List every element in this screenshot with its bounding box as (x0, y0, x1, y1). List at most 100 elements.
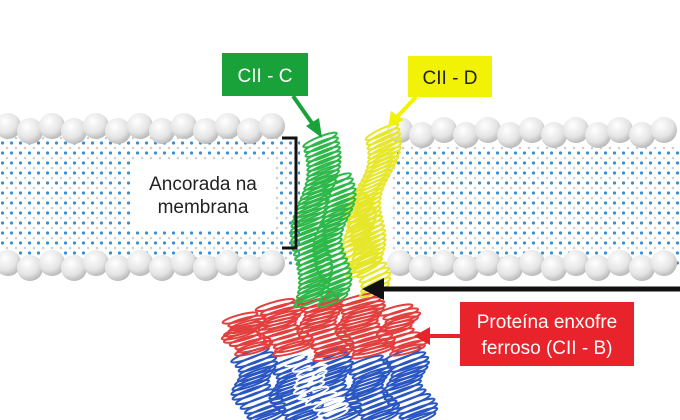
helix-turn (292, 291, 329, 309)
helix-turn (306, 331, 347, 346)
helix-turn (312, 227, 345, 243)
lipid-head (39, 113, 65, 139)
helix-turn (343, 221, 376, 239)
helix-turn (297, 385, 330, 401)
lipid-head (0, 250, 21, 276)
helix-turn (222, 330, 260, 344)
helix-turn (304, 141, 341, 158)
protein-complex (220, 122, 439, 420)
helix-turn (297, 268, 334, 285)
lipid-head (83, 250, 109, 276)
helix-turn (348, 333, 394, 349)
helix-turn (320, 272, 353, 288)
cii-c-label: CII - C (238, 66, 293, 87)
lipid-head (651, 250, 677, 276)
red-subunit-helix (220, 290, 429, 363)
helix-turn (348, 358, 389, 376)
helix-turn (383, 374, 424, 392)
lipid-head (475, 250, 501, 276)
helix-turn (220, 327, 258, 341)
helix-turn (318, 287, 351, 303)
helix-turn (268, 331, 310, 346)
helix-turn (386, 369, 426, 387)
helix-turn (318, 262, 351, 278)
lipid-head (149, 118, 175, 144)
helix-turn (320, 277, 353, 293)
anchor-label-line2: membrana (158, 197, 249, 218)
helix-turn (313, 339, 355, 354)
lipid-head (629, 122, 655, 148)
helix-turn (221, 311, 259, 325)
lipid-head (171, 113, 197, 139)
helix-turn (256, 320, 297, 335)
helix-turn (343, 201, 375, 219)
helix-turn (344, 383, 384, 400)
lipid-head (83, 113, 109, 139)
membrane-right-top-heads (387, 117, 677, 148)
helix-turn (297, 258, 333, 276)
anchor-label-line1: Ancorada na (149, 174, 257, 195)
lipid-head (39, 250, 65, 276)
lipid-head (475, 117, 501, 143)
lipid-head (519, 250, 545, 276)
helix-turn (323, 182, 356, 198)
lipid-head (431, 117, 457, 143)
helix-turn (357, 399, 398, 417)
helix-turn (316, 217, 349, 233)
helix-turn (398, 402, 439, 420)
helix-turn (367, 141, 403, 160)
cii-d-arrow (388, 95, 418, 128)
cii-b-label-box (460, 302, 634, 366)
helix-turn (377, 319, 415, 333)
helix-turn (262, 327, 304, 343)
helix-turn (296, 319, 337, 334)
anchor-label-box (130, 160, 276, 230)
helix-turn (366, 132, 402, 151)
helix-turn (314, 222, 346, 238)
helix-turn (246, 406, 287, 420)
lipid-head (193, 255, 219, 281)
helix-turn (395, 397, 436, 415)
lipid-head (127, 113, 153, 139)
helix-turn (243, 397, 284, 415)
helix-turn (316, 407, 349, 420)
membrane-right (387, 117, 680, 281)
lipid-head (171, 250, 197, 276)
cii-b-label-line1: Proteína enxofre (477, 312, 617, 333)
lipid-head (105, 255, 131, 281)
helix-turn (304, 169, 341, 187)
lipid-head (17, 255, 43, 281)
helix-turn (321, 207, 354, 223)
helix-turn (310, 335, 352, 350)
helix-turn (313, 343, 355, 358)
lipid-head (61, 255, 87, 281)
helix-turn (297, 263, 334, 281)
helix-turn (382, 307, 420, 321)
helix-turn (320, 172, 352, 188)
helix-turn (316, 402, 349, 417)
helix-turn (334, 318, 379, 334)
helix-turn (358, 266, 390, 284)
helix-turn (312, 247, 345, 263)
helix-turn (310, 237, 343, 253)
helix-turn (391, 392, 432, 410)
helix-turn (345, 216, 377, 234)
helix-turn (307, 374, 348, 392)
helix-turn (365, 127, 401, 146)
green-subunit-helix (289, 131, 357, 309)
cii-b-label-line2: ferroso (CII - B) (482, 338, 613, 359)
helix-turn (342, 226, 374, 244)
helix-turn (295, 369, 328, 384)
lipid-head (215, 250, 241, 276)
lipid-head (629, 255, 655, 281)
helix-turn (325, 192, 357, 208)
lipid-head (105, 118, 131, 144)
membrane-left-top-heads (0, 113, 285, 144)
helix-turn (230, 379, 270, 396)
helix-turn (316, 257, 349, 273)
helix-turn (306, 155, 342, 172)
helix-turn (303, 136, 339, 154)
helix-turn (389, 343, 426, 357)
membrane-right-tails (392, 145, 680, 265)
cii-d-label-box (408, 56, 492, 97)
